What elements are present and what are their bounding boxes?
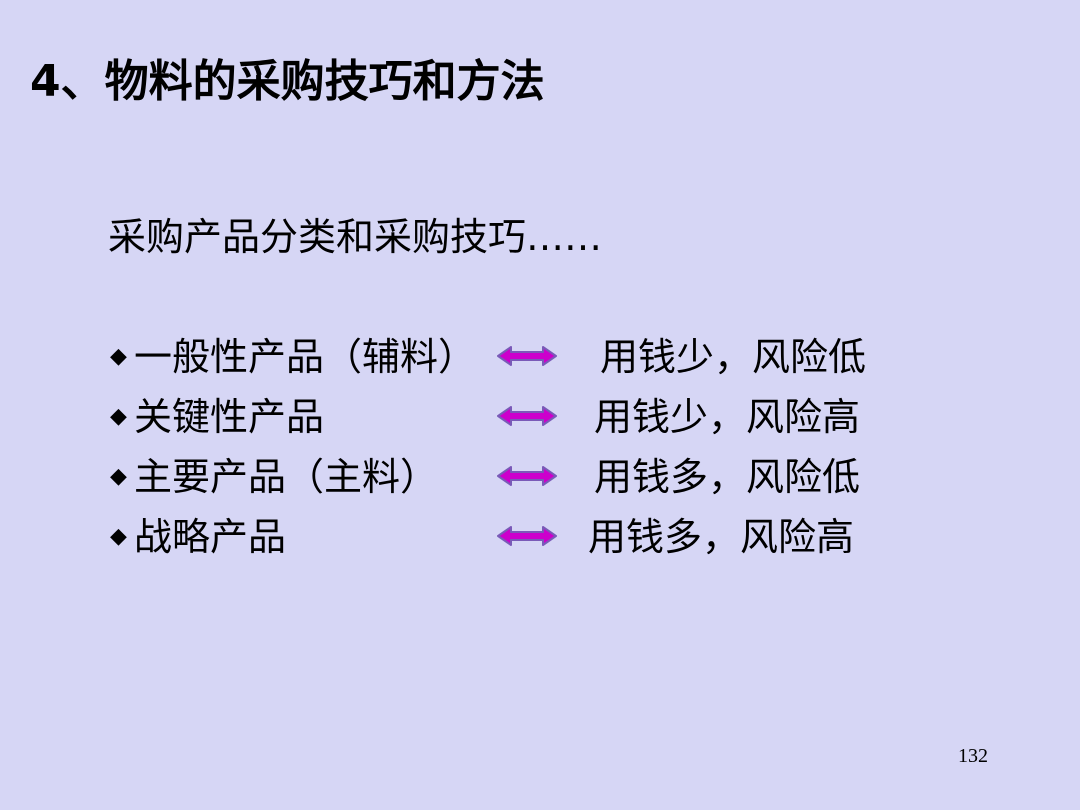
product-category: 关键性产品 (134, 395, 325, 439)
list-item: ◆ 一般性产品（辅料） 用钱少，风险低 (110, 338, 1010, 388)
diamond-bullet-icon: ◆ (110, 344, 127, 369)
double-arrow-icon (497, 466, 557, 486)
double-arrow-icon (497, 406, 557, 426)
cost-risk-label: 用钱多，风险高 (588, 515, 855, 559)
page-number: 132 (958, 745, 988, 767)
slide-subtitle: 采购产品分类和采购技巧…… (108, 215, 603, 259)
list-item: ◆ 主要产品（主料） 用钱多，风险低 (110, 458, 1010, 508)
product-category: 主要产品（主料） (134, 455, 439, 499)
list-item: ◆ 关键性产品 用钱少，风险高 (110, 398, 1010, 448)
diamond-bullet-icon: ◆ (110, 524, 127, 549)
cost-risk-label: 用钱多，风险低 (594, 455, 861, 499)
product-category: 战略产品 (134, 515, 287, 559)
cost-risk-label: 用钱少，风险低 (600, 335, 867, 379)
cost-risk-label: 用钱少，风险高 (594, 395, 861, 439)
product-category: 一般性产品（辅料） (134, 335, 477, 379)
double-arrow-icon (497, 346, 557, 366)
diamond-bullet-icon: ◆ (110, 404, 127, 429)
diamond-bullet-icon: ◆ (110, 464, 127, 489)
slide-title: 4、物料的采购技巧和方法 (30, 56, 545, 107)
double-arrow-icon (497, 526, 557, 546)
list-item: ◆ 战略产品 用钱多，风险高 (110, 518, 1010, 568)
